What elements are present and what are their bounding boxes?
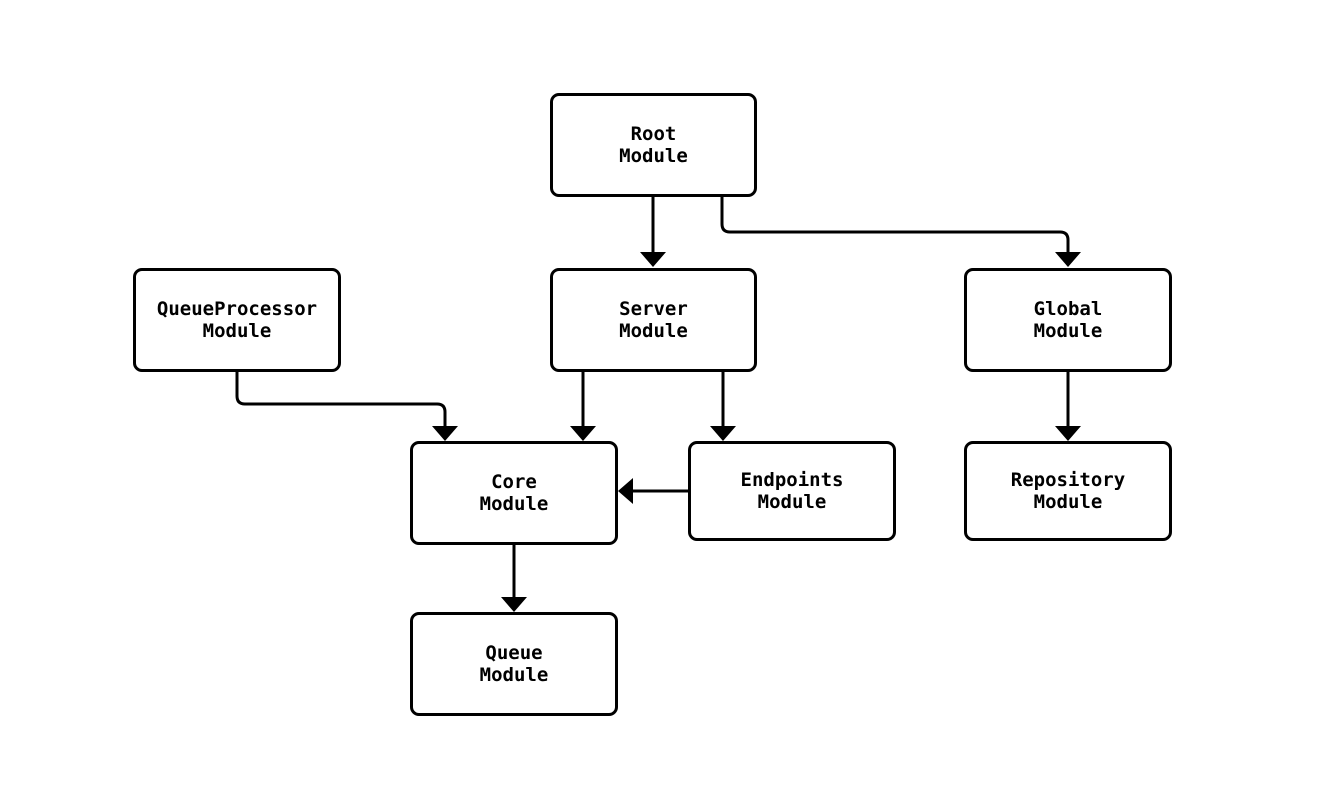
arrowhead-core-to-queue: [501, 597, 527, 612]
arrowhead-queueprocessor-to-core: [432, 426, 458, 441]
node-core-module-label: Core Module: [479, 471, 549, 515]
edge-root-to-global: [720, 197, 1070, 252]
node-endpoints-module: Endpoints Module: [688, 441, 896, 541]
node-endpoints-module-label: Endpoints Module: [740, 469, 844, 513]
node-server-module: Server Module: [550, 268, 757, 372]
node-queue-module: Queue Module: [410, 612, 618, 716]
node-global-module-label: Global Module: [1033, 298, 1103, 342]
node-repository-module: Repository Module: [964, 441, 1172, 541]
node-root-module: Root Module: [550, 93, 757, 197]
edge-queueprocessor-to-core: [235, 372, 447, 426]
node-queue-module-label: Queue Module: [479, 642, 549, 686]
arrowhead-server-to-endpoints: [710, 426, 736, 441]
arrowhead-endpoints-to-core: [618, 478, 633, 504]
arrowhead-root-to-server: [640, 252, 666, 267]
node-core-module: Core Module: [410, 441, 618, 545]
node-server-module-label: Server Module: [619, 298, 688, 342]
arrowhead-root-to-global: [1055, 252, 1081, 267]
arrowhead-global-to-repository: [1055, 426, 1081, 441]
node-queueprocessor-module: QueueProcessor Module: [133, 268, 341, 372]
node-global-module: Global Module: [964, 268, 1172, 372]
node-repository-module-label: Repository Module: [1010, 469, 1126, 513]
node-queueprocessor-module-label: QueueProcessor Module: [156, 298, 318, 342]
arrowhead-server-to-core: [570, 426, 596, 441]
node-root-module-label: Root Module: [619, 123, 688, 167]
